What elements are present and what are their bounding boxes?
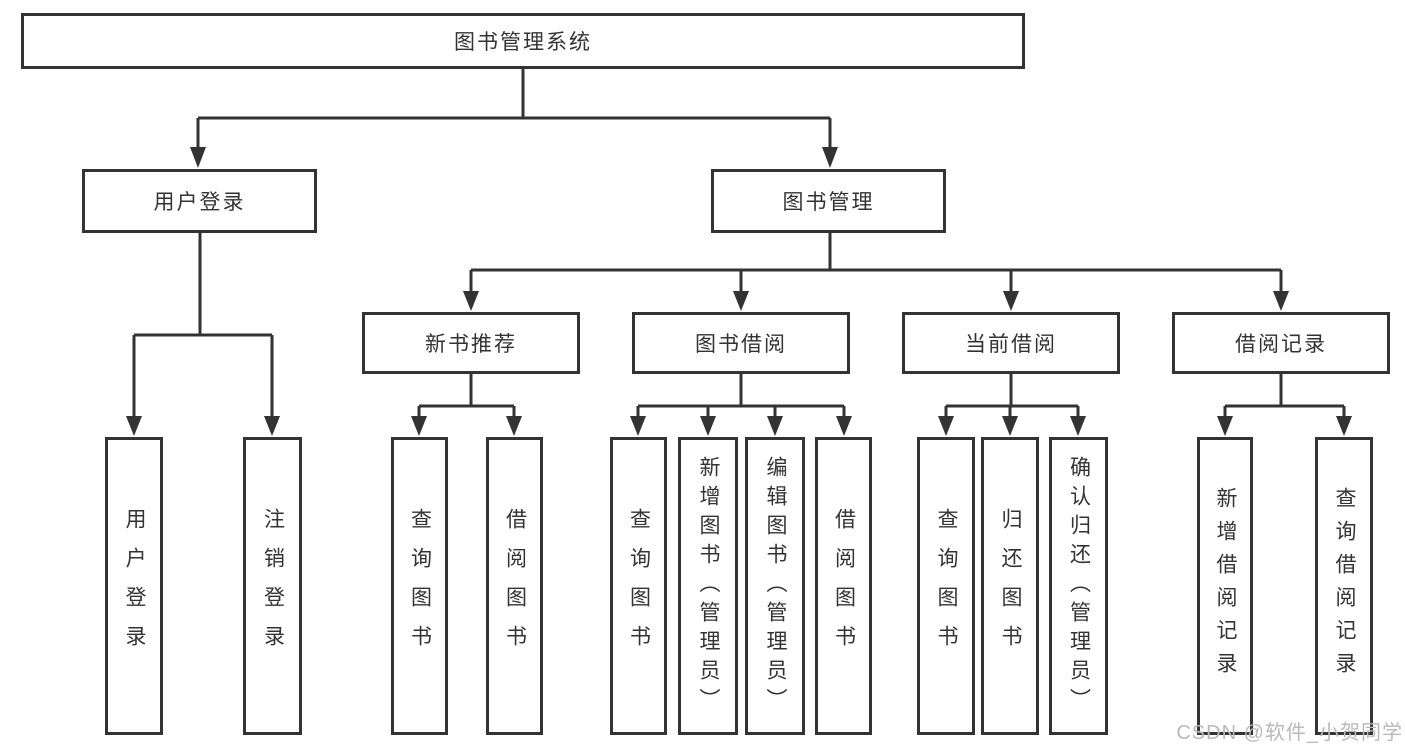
node-book-management: 图书管理: [711, 169, 946, 233]
node-label: 借阅图书: [503, 508, 527, 664]
connector-current-borrow: [944, 374, 1080, 418]
leaf-user-login: 用户登录: [105, 437, 163, 735]
csdn-watermark: CSDN @软件_小贺同学: [1176, 722, 1403, 744]
node-library-management-system: 图书管理系统: [21, 13, 1025, 69]
node-label: 查询图书: [935, 508, 958, 664]
connector-root: [196, 69, 832, 150]
leaf-edit-books-admin: 编辑图书（管理员）: [745, 437, 805, 735]
node-label: 新增借阅记录: [1214, 487, 1237, 685]
node-label: 注销登录: [261, 508, 285, 664]
node-book-borrow: 图书借阅: [632, 312, 850, 374]
node-user-login: 用户登录: [82, 169, 317, 233]
connector-user-login: [132, 233, 274, 418]
node-label: 用户登录: [123, 508, 146, 664]
leaf-current-query-books: 查询图书: [917, 437, 975, 735]
connector-book-management: [469, 233, 1283, 293]
node-label: 图书管理: [782, 191, 875, 214]
node-label: 借阅记录: [1235, 333, 1327, 356]
leaf-query-borrow-record: 查询借阅记录: [1315, 437, 1373, 735]
leaf-logout: 注销登录: [243, 437, 302, 735]
node-label: 借阅图书: [832, 508, 856, 664]
leaf-recommend-query-books: 查询图书: [391, 437, 448, 735]
leaf-borrow-books: 借阅图书: [815, 437, 872, 735]
node-label: 图书管理系统: [454, 31, 592, 54]
leaf-return-books: 归还图书: [981, 437, 1039, 735]
node-label: 查询图书: [408, 508, 432, 664]
node-label: 当前借阅: [965, 333, 1057, 356]
leaf-borrow-query-books: 查询图书: [610, 437, 667, 735]
connector-book-borrow: [636, 374, 846, 418]
arrowheads: [126, 147, 1352, 436]
node-label: 查询借阅记录: [1333, 487, 1356, 685]
node-borrow-records: 借阅记录: [1172, 312, 1390, 374]
leaf-add-borrow-record: 新增借阅记录: [1197, 437, 1253, 735]
node-new-book-recommend: 新书推荐: [362, 312, 580, 374]
leaf-recommend-borrow-books: 借阅图书: [486, 437, 543, 735]
leaf-confirm-return-admin: 确认归还（管理员）: [1049, 437, 1108, 735]
node-label: 确认归还（管理员）: [1067, 455, 1091, 717]
node-label: 图书借阅: [695, 333, 787, 356]
leaf-add-books-admin: 新增图书（管理员）: [678, 437, 738, 735]
node-label: 新增图书（管理员）: [697, 455, 720, 717]
node-label: 查询图书: [627, 508, 651, 664]
connector-new-book-recommend: [417, 374, 516, 418]
node-label: 新书推荐: [425, 333, 517, 356]
node-label: 归还图书: [999, 508, 1022, 664]
connector-borrow-records: [1223, 374, 1346, 418]
node-current-borrow: 当前借阅: [902, 312, 1120, 374]
node-label: 编辑图书（管理员）: [764, 455, 787, 717]
node-label: 用户登录: [153, 191, 246, 214]
